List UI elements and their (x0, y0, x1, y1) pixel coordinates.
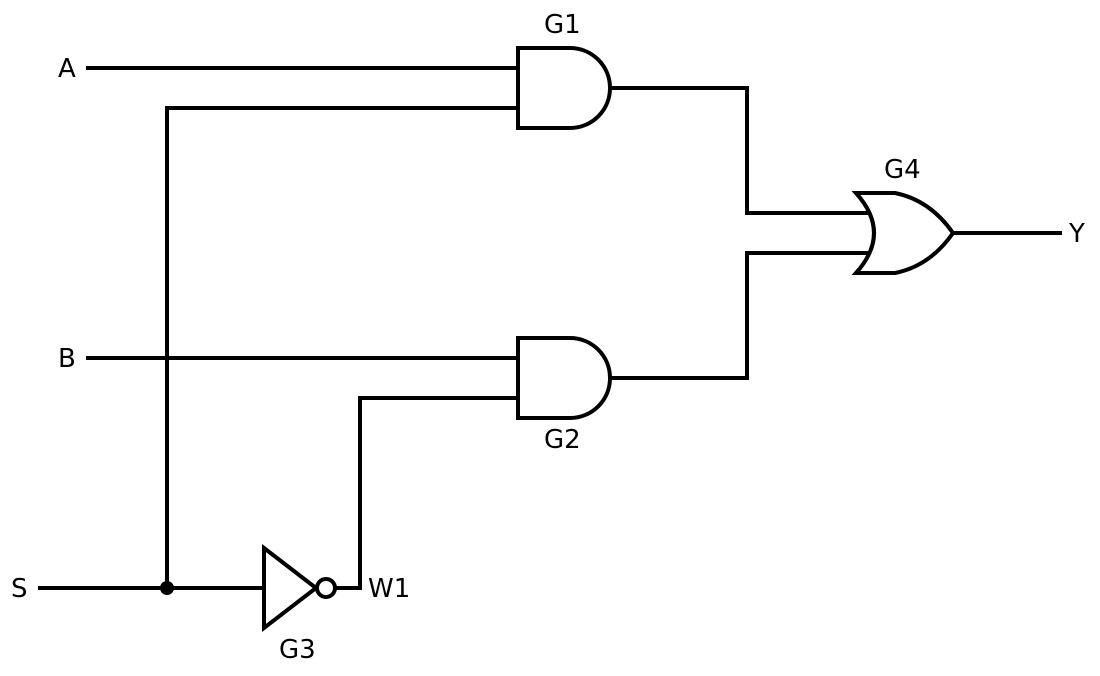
wire-s-to-g1 (165, 106, 518, 588)
gate-label-g4: G4 (884, 155, 921, 185)
wire-g1-to-g4 (610, 86, 872, 215)
wire-w1-to-g2 (336, 396, 518, 590)
junction-dot (160, 581, 174, 595)
not-gate-g3-bubble (315, 577, 337, 599)
input-label-b: B (58, 344, 76, 374)
and-gate-g2 (516, 336, 612, 420)
input-label-s: S (11, 574, 28, 604)
gate-label-g2: G2 (544, 425, 581, 455)
and-gate-g1 (516, 46, 612, 130)
or-gate-g4 (851, 191, 956, 275)
gate-label-g3: G3 (279, 635, 316, 665)
wire-g2-to-g4 (610, 251, 872, 380)
net-label-w1: W1 (368, 574, 410, 604)
output-label-y: Y (1068, 219, 1085, 249)
gate-label-g1: G1 (544, 10, 581, 40)
not-gate-g3 (262, 543, 320, 633)
wires (38, 66, 1062, 590)
input-label-a: A (58, 54, 76, 84)
